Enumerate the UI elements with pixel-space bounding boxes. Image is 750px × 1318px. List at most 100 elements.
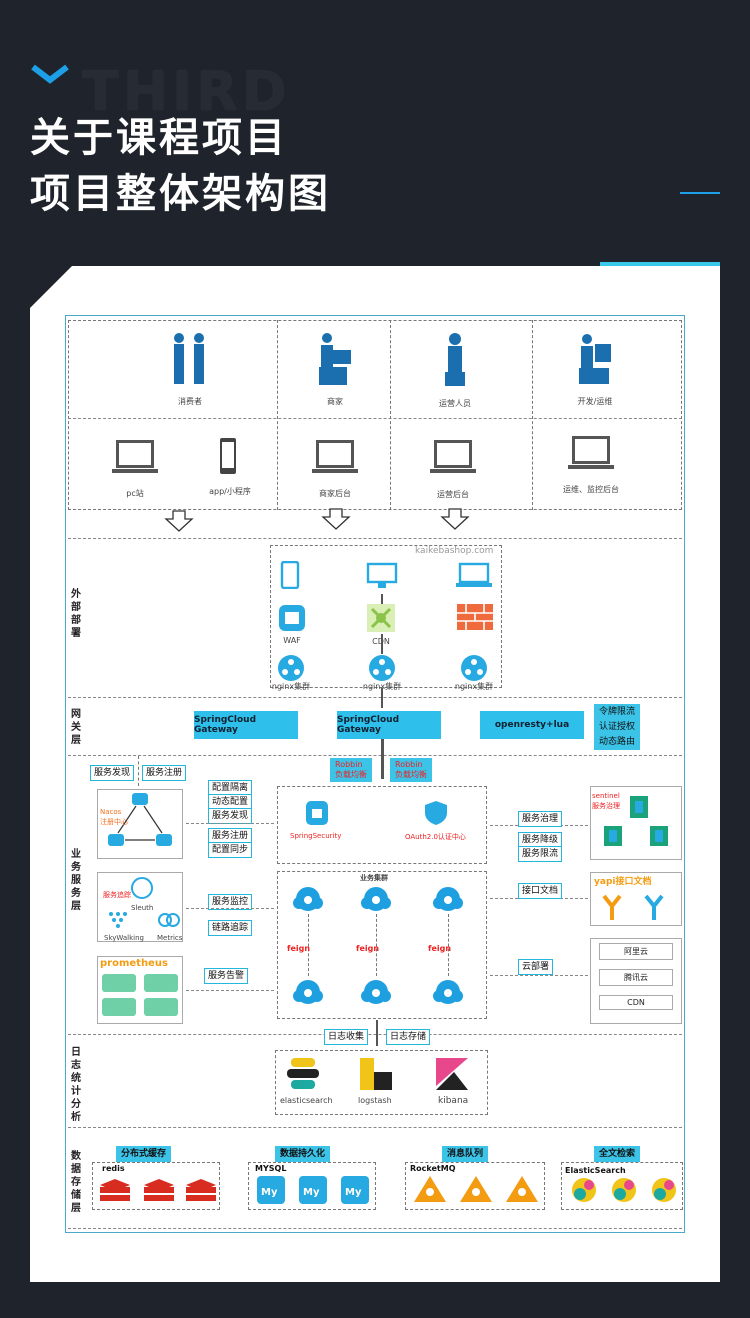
data-title: 消息队列 xyxy=(442,1146,489,1162)
es-icon xyxy=(572,1178,676,1202)
watermark: kaikebashop.com xyxy=(415,546,494,556)
external-box xyxy=(270,545,502,688)
cluster-box xyxy=(277,871,487,1019)
yapi-icon xyxy=(602,894,664,920)
yapi-label: yapi接口文档 xyxy=(594,877,652,887)
label-log-store: 日志存储 xyxy=(386,1029,431,1045)
svg-text:My: My xyxy=(261,1187,278,1198)
elasticsearch-icon xyxy=(287,1058,319,1089)
operator-icon xyxy=(445,333,465,386)
nginx-label: nginx集群 xyxy=(362,682,402,691)
layer-label-log: 日志统计分析 xyxy=(71,1047,81,1123)
prometheus-label: prometheus xyxy=(100,958,168,969)
connector-line xyxy=(376,1020,378,1046)
store-name: redis xyxy=(102,1164,125,1173)
firewall-icon xyxy=(457,604,493,630)
tracing-box xyxy=(97,872,183,942)
log-tool-label: logstash xyxy=(358,1096,392,1105)
device-label: 运营后台 xyxy=(437,490,469,499)
redis-box xyxy=(92,1162,220,1210)
role-label: 开发/运维 xyxy=(577,397,613,406)
accent-corner xyxy=(600,262,720,266)
label-log-collect: 日志收集 xyxy=(324,1029,369,1045)
role-label: 消费者 xyxy=(178,397,202,406)
role-label: 运营人员 xyxy=(439,399,471,408)
layer-label-data: 数据存储层 xyxy=(71,1151,81,1214)
gateway-feature: 认证授权 xyxy=(594,719,641,735)
layer-label-gateway: 网关层 xyxy=(71,709,81,746)
service-icon xyxy=(293,887,323,911)
store-name: RocketMQ xyxy=(410,1164,456,1173)
laptop-icon xyxy=(456,562,492,587)
role-label: 商家 xyxy=(327,397,343,406)
rocketmq-box xyxy=(405,1162,545,1210)
waf-icon xyxy=(279,605,305,631)
down-arrow-icon xyxy=(164,510,194,532)
log-box xyxy=(275,1050,488,1115)
svg-text:My: My xyxy=(345,1187,362,1198)
sleuth-label: Sleuth xyxy=(131,904,154,912)
connector-line xyxy=(381,688,383,708)
cloud-item: 腾讯云 xyxy=(599,969,673,986)
down-arrow-icon xyxy=(321,508,351,530)
nacos-name: Nacos xyxy=(100,808,122,816)
springsecurity-icon xyxy=(306,801,328,825)
skywalking-label: SkyWalking xyxy=(104,934,144,942)
nacos-diagram xyxy=(108,793,172,846)
consumer-icon xyxy=(174,333,204,384)
layer-label-business: 业务服务层 xyxy=(71,849,81,912)
ribbon-label: Robbin 负载均衡 xyxy=(330,758,372,782)
oauth-label: OAuth2.0认证中心 xyxy=(405,833,466,841)
nginx-label: nginx集群 xyxy=(454,682,494,691)
label-config: 服务发现 xyxy=(208,808,253,824)
label-config: 配置同步 xyxy=(208,842,253,858)
springsecurity-label: SpringSecurity xyxy=(290,832,342,840)
gateway-box: SpringCloud Gateway xyxy=(337,711,441,739)
label-cloud: 云部署 xyxy=(518,959,554,975)
cloud-item: CDN xyxy=(599,995,673,1010)
phone-icon xyxy=(220,438,236,474)
device-label: pc站 xyxy=(126,489,144,498)
connector-line xyxy=(381,594,383,604)
down-arrow-icon xyxy=(440,508,470,530)
cloud-item: 阿里云 xyxy=(599,943,673,960)
cdn-label: CDN xyxy=(369,637,393,646)
waf-label: WAF xyxy=(283,636,301,645)
data-title: 全文检索 xyxy=(594,1146,641,1162)
nacos-sub: 注册中心 xyxy=(100,818,128,826)
sentinel-name: sentinel xyxy=(592,792,620,800)
cdn-icon xyxy=(367,604,395,632)
tracing-title: 服务追踪 xyxy=(103,891,131,899)
roles-box xyxy=(68,320,682,510)
gateway-feature: 令牌限流 xyxy=(594,704,641,720)
cluster-title: 业务集群 xyxy=(360,874,388,882)
sleuth-icon xyxy=(131,877,153,899)
device-label: 商家后台 xyxy=(319,489,351,498)
service-icon xyxy=(361,887,391,911)
logstash-icon xyxy=(360,1058,392,1090)
label-register: 服务注册 xyxy=(142,765,187,781)
metrics-icon xyxy=(158,913,180,927)
nginx-label: nginx集群 xyxy=(271,682,311,691)
log-tool-label: kibana xyxy=(438,1096,469,1106)
label-api: 接口文档 xyxy=(518,883,563,899)
gateway-box: SpringCloud Gateway xyxy=(194,711,298,739)
device-label: 运维、监控后台 xyxy=(563,485,619,494)
feign-label: feign xyxy=(356,944,380,953)
data-title: 分布式缓存 xyxy=(116,1146,172,1162)
mysql-icon: My My My xyxy=(257,1176,369,1204)
laptop-icon xyxy=(312,440,358,473)
svg-text:My: My xyxy=(303,1187,320,1198)
prometheus-icon xyxy=(102,974,178,1016)
skywalking-icon xyxy=(109,912,127,928)
redis-icon xyxy=(100,1179,216,1201)
label-alert: 服务告警 xyxy=(204,968,249,984)
oauth-icon xyxy=(425,801,447,825)
diagram-frame xyxy=(65,315,685,1233)
devops-icon xyxy=(579,334,611,384)
service-icon xyxy=(361,980,391,1004)
monitor-icon xyxy=(366,562,398,588)
sentinel-sub: 服务治理 xyxy=(592,802,620,810)
service-icon xyxy=(433,887,463,911)
page-title-line1: 关于课程项目 xyxy=(30,115,288,161)
